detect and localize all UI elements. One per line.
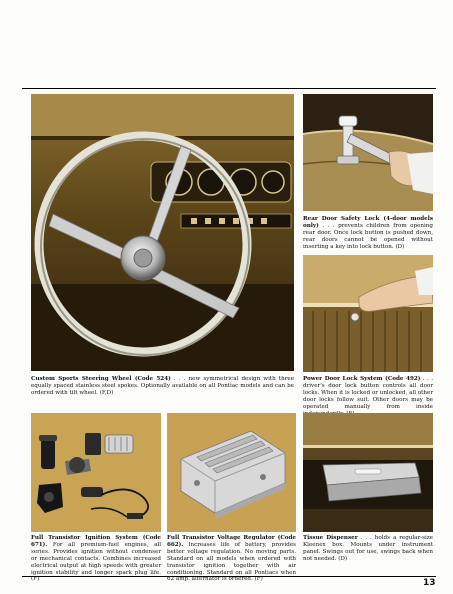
ignition-system-caption-title: Full Transistor Ignition System (Code 67… bbox=[31, 535, 161, 548]
tissue-dispenser-photo bbox=[303, 413, 433, 532]
power-lock-caption: Power Door Lock System (Code 492) . . . … bbox=[303, 376, 433, 417]
safety-lock-caption-title: Rear Door Safety Lock (4-door models onl… bbox=[303, 216, 433, 229]
steering-wheel-caption: Custom Sports Steering Wheel (Code 524) … bbox=[31, 376, 294, 397]
ignition-system-caption-body: For all premium-fuel engines, all series… bbox=[31, 541, 161, 583]
voltage-regulator-caption: Full Transistor Voltage Regulator (Code … bbox=[167, 535, 296, 583]
safety-lock-caption: Rear Door Safety Lock (4-door models onl… bbox=[303, 216, 433, 251]
safety-lock-photo bbox=[303, 94, 433, 211]
steering-wheel-photo bbox=[31, 94, 294, 371]
tissue-dispenser-caption: Tissue Dispenser . . . holds a regular-s… bbox=[303, 535, 433, 563]
steering-wheel-caption-body: . . . new symmetrical design with three … bbox=[31, 376, 295, 396]
ignition-system-photo bbox=[31, 413, 161, 532]
power-lock-photo bbox=[303, 255, 433, 372]
safety-lock-caption-body: . . . prevents children from opening rea… bbox=[303, 222, 433, 250]
voltage-regulator-photo bbox=[167, 413, 296, 532]
power-lock-caption-body: . . . driver's door lock button controls… bbox=[303, 376, 433, 417]
voltage-regulator-caption-body: Increases life of battery, provides bett… bbox=[167, 541, 296, 583]
power-lock-caption-title: Power Door Lock System (Code 492) bbox=[303, 376, 421, 382]
page-number: 13 bbox=[423, 578, 436, 588]
bottom-rule bbox=[22, 576, 436, 577]
top-rule bbox=[22, 88, 436, 89]
tissue-dispenser-caption-title: Tissue Dispenser bbox=[303, 535, 358, 541]
steering-wheel-caption-title: Custom Sports Steering Wheel (Code 524) bbox=[31, 376, 171, 382]
tissue-dispenser-caption-body: . . . holds a regular-size Kleenex box. … bbox=[303, 535, 433, 562]
voltage-regulator-caption-title: Full Transistor Voltage Regulator (Code … bbox=[167, 535, 296, 548]
ignition-system-caption: Full Transistor Ignition System (Code 67… bbox=[31, 535, 161, 583]
